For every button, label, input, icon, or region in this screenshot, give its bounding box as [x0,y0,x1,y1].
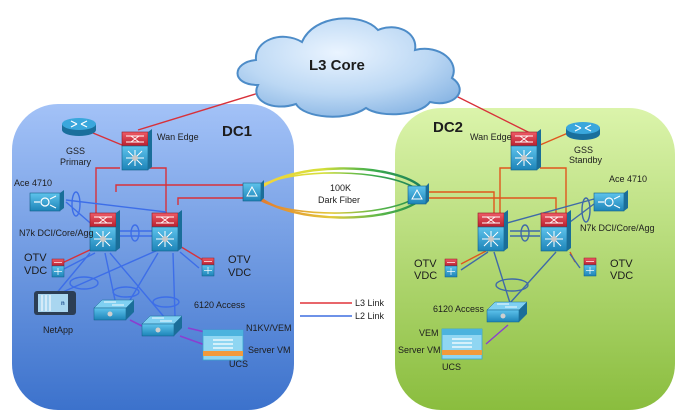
dc1-n7k-switch-right-icon[interactable] [151,209,183,252]
legend-l2-label: L2 Link [355,311,385,321]
dc1-title: DC1 [222,123,252,140]
dc1-otv-left-label-2: VDC [24,265,47,277]
dc1-server-vm-label: Server VM [248,345,291,355]
dc2-otv-vdc-left-icon[interactable] [444,258,458,278]
dc1-otv-right-label-1: OTV [228,254,251,266]
dc1-gss-router-icon[interactable] [61,117,97,137]
dc2-gss-role-label: Standby [569,155,603,165]
dc2-l2-links [460,197,595,304]
dc1-otv-vdc-right-icon[interactable] [201,257,215,277]
legend: L3 Link L2 Link [300,298,385,321]
dc2-n7k-switch-left-icon[interactable] [477,209,509,252]
dc1-l2-links [54,191,200,319]
dc2-n7k-switch-right-icon[interactable] [540,209,572,252]
dc2-n7k-label: N7k DCI/Core/Agg [580,223,655,233]
fiber-label-1: 100K [330,183,351,193]
dc2-access-label: 6120 Access [433,304,485,314]
dc1-netapp-storage-icon[interactable]: n [34,291,76,315]
dc1-region [12,104,294,410]
dc2-otv-right-label-1: OTV [610,258,633,270]
dc1-ucs-label: UCS [229,359,248,369]
dc1-n7k-label: N7k DCI/Core/Agg [19,228,94,238]
dc2-otv-left-label-2: VDC [414,270,437,282]
svg-text:n: n [61,301,65,307]
l3-core-cloud: L3 Core [236,17,461,118]
dc1-n7k-switch-left-icon[interactable] [89,209,121,252]
dc2-title: DC2 [433,119,463,136]
core-uplinks [137,91,531,134]
dc2-gss-label: GSS [574,145,593,155]
dc1-access-label: 6120 Access [194,300,246,310]
dc1-otv-left-label-1: OTV [24,252,47,264]
dc2-access-switch-icon[interactable] [486,301,528,323]
fiber-label-2: Dark Fiber [318,195,360,205]
dark-fiber-link [257,167,421,219]
dc1-netapp-label: NetApp [43,325,73,335]
dc2-ace-appliance-icon[interactable] [593,189,629,212]
dc2-otv-vdc-right-icon[interactable] [583,257,597,277]
dc2-ace-label: Ace 4710 [609,174,647,184]
dc1-wan-edge-label: Wan Edge [157,132,199,142]
dc1-otv-vdc-left-icon[interactable] [51,258,65,278]
dc2-ucs-chassis-icon[interactable] [441,328,483,360]
dc2-ucs-label: UCS [442,362,461,372]
dc1-ace-appliance-icon[interactable] [29,189,65,212]
dc2-wan-edge-switch-icon[interactable] [510,128,542,171]
dc1-otv-right-label-2: VDC [228,267,251,279]
dc2-server-vm-label: Server VM [398,345,441,355]
dc1-ace-label: Ace 4710 [14,178,52,188]
dc2-vem-label: VEM [419,328,439,338]
dc1-n1kv-label: N1KV/VEM [246,323,292,333]
dc1-access-switch-right-icon[interactable] [141,315,183,337]
dc1-access-switch-left-icon[interactable] [93,299,135,321]
legend-l3-label: L3 Link [355,298,385,308]
dc1-dci-switch-icon[interactable] [242,179,265,202]
cloud-label: L3 Core [309,57,365,74]
dc2-otv-right-label-2: VDC [610,270,633,282]
dc1-l3-links [59,132,248,265]
dc1-wan-edge-switch-icon[interactable] [121,128,153,171]
dc2-gss-router-icon[interactable] [565,121,601,141]
dc1-gss-role-label: Primary [60,157,91,167]
dc2-dci-switch-icon[interactable] [407,182,430,205]
dc2-otv-left-label-1: OTV [414,258,437,270]
dc1-ucs-chassis-icon[interactable] [202,329,244,361]
dc1-gss-label: GSS [66,146,85,156]
dc2-wan-edge-label: Wan Edge [470,132,512,142]
dc2-ucs-link [485,324,509,345]
